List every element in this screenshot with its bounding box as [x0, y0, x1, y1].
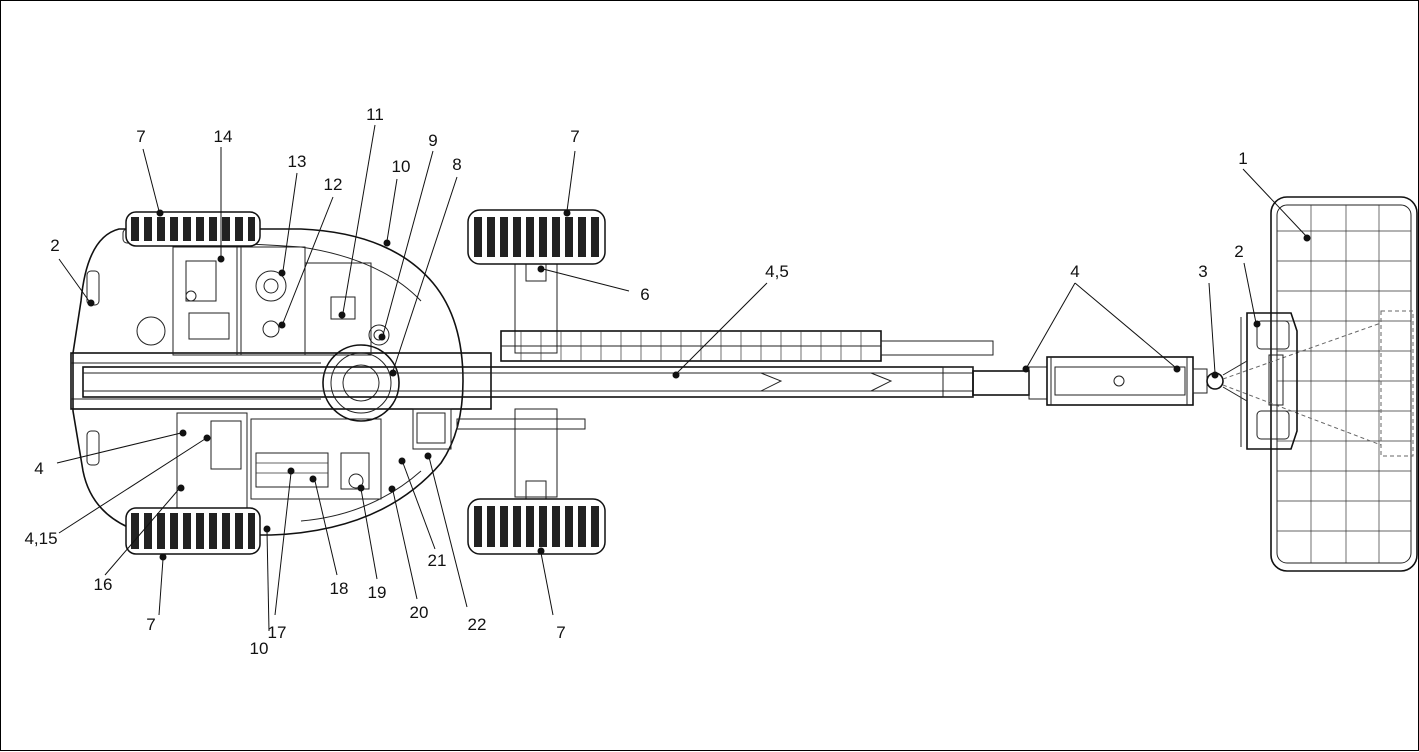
callout-7-bottom-left: 7 [146, 615, 155, 634]
callout-leaders [56, 124, 1311, 632]
tire-bottom-left [125, 507, 261, 555]
callout-9: 9 [428, 131, 437, 150]
slewing-bearing [322, 324, 400, 422]
callout-4-left: 4 [34, 459, 43, 478]
callout-4-5: 4,5 [765, 262, 789, 281]
tire-top-right [467, 209, 606, 265]
callout-12: 12 [324, 175, 343, 194]
callout-4-15: 4,15 [24, 529, 57, 548]
chassis [70, 352, 492, 410]
callout-11: 11 [366, 105, 384, 124]
callout-10-top: 10 [392, 157, 411, 176]
callout-4-boom: 4 [1070, 262, 1079, 281]
turntable [72, 228, 464, 536]
callout-1: 1 [1238, 149, 1247, 168]
callout-7-top-right: 7 [570, 127, 579, 146]
cable-chain [500, 330, 994, 362]
callout-22: 22 [468, 615, 487, 634]
callout-2-left: 2 [50, 236, 59, 255]
callout-21: 21 [428, 551, 447, 570]
jib [1046, 356, 1224, 406]
callout-3: 3 [1198, 262, 1207, 281]
axle-supports [456, 262, 586, 500]
callout-20: 20 [410, 603, 429, 622]
callout-13: 13 [288, 152, 307, 171]
callout-17: 17 [268, 623, 287, 642]
callout-labels: 1 2 2 3 4 4 4,5 4,15 6 7 7 7 7 8 9 10 10… [24, 105, 1247, 658]
callout-18: 18 [330, 579, 349, 598]
callout-6: 6 [640, 285, 649, 304]
callout-2-right: 2 [1234, 242, 1243, 261]
callout-10-bottom: 10 [250, 639, 269, 658]
tire-bottom-right [467, 498, 606, 555]
tire-top-left [125, 211, 261, 247]
platform [1222, 196, 1418, 572]
main-boom [82, 366, 1048, 400]
callout-8: 8 [452, 155, 461, 174]
callout-16: 16 [94, 575, 113, 594]
callout-19: 19 [368, 583, 387, 602]
callout-7-bottom-right: 7 [556, 623, 565, 642]
callout-7-top-left: 7 [136, 127, 145, 146]
callout-14: 14 [214, 127, 233, 146]
